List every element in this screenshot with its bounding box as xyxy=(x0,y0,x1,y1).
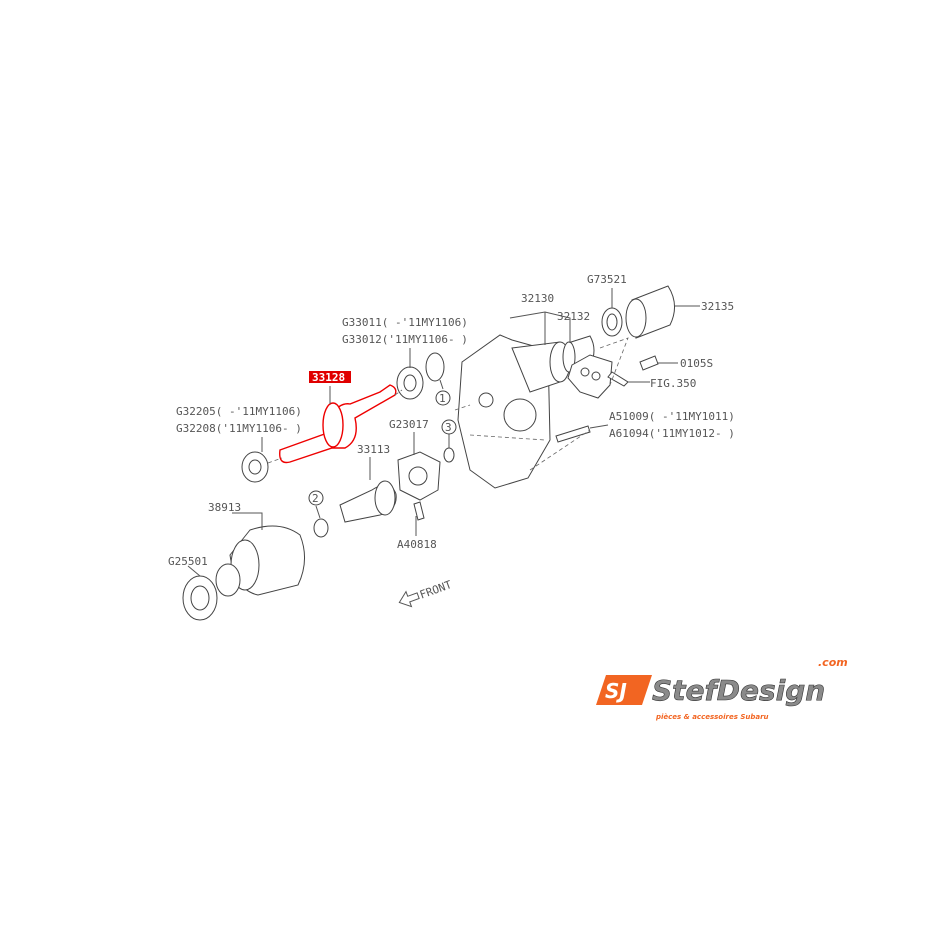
label-g73521[interactable]: G73521 xyxy=(587,273,627,286)
o-ring[interactable] xyxy=(425,352,445,382)
callout-3: 3 xyxy=(445,421,452,434)
label-g33012[interactable]: G33012('11MY1106- ) xyxy=(342,333,468,346)
label-g25501[interactable]: G25501 xyxy=(168,555,208,568)
bolt-a51009[interactable] xyxy=(555,425,591,443)
seal-g25501[interactable] xyxy=(182,575,218,621)
label-a40818[interactable]: A40818 xyxy=(397,538,437,551)
seal-g73521[interactable] xyxy=(601,307,623,337)
gear-33113[interactable] xyxy=(339,480,397,523)
bolt-0105s[interactable] xyxy=(639,355,659,371)
label-a61094[interactable]: A61094('11MY1012- ) xyxy=(609,427,735,440)
extension-38913[interactable] xyxy=(215,525,305,597)
bolt-a40818[interactable] xyxy=(413,501,425,521)
pin-fig350[interactable] xyxy=(607,371,629,387)
label-33113[interactable]: 33113 xyxy=(357,443,390,456)
label-front: FRONT xyxy=(418,578,454,602)
logo-sj-badge xyxy=(596,675,652,705)
callout-2: 2 xyxy=(312,492,319,505)
svg-text:SJ: SJ xyxy=(605,679,627,703)
label-32130[interactable]: 32130 xyxy=(521,292,554,305)
callout-1-circle xyxy=(435,390,451,406)
transfer-case-housing[interactable] xyxy=(457,334,571,489)
stefdesign-logo: SJ StefDesign .com pièces & accessoires … xyxy=(596,656,848,721)
label-38913[interactable]: 38913 xyxy=(208,501,241,514)
label-33128[interactable]: 33128 xyxy=(312,371,345,384)
logo-domain: .com xyxy=(818,656,848,669)
bearing-g33011[interactable] xyxy=(396,366,424,400)
label-g32208[interactable]: G32208('11MY1106- ) xyxy=(176,422,302,435)
label-32132[interactable]: 32132 xyxy=(557,310,590,323)
label-fig350[interactable]: FIG.350 xyxy=(650,377,696,390)
snap-ring[interactable] xyxy=(443,447,455,463)
highlight-box xyxy=(309,371,351,383)
retainer-g23017[interactable] xyxy=(397,451,441,501)
callout-3-circle xyxy=(441,419,457,435)
callout-1: 1 xyxy=(439,392,446,405)
label-32135[interactable]: 32135 xyxy=(701,300,734,313)
bearing-g32205[interactable] xyxy=(241,451,269,483)
label-g23017[interactable]: G23017 xyxy=(389,418,429,431)
front-arrow-icon xyxy=(398,590,420,608)
logo-tagline: pièces & accessoires Subaru xyxy=(655,713,769,721)
label-g32205[interactable]: G32205( -'11MY1106) xyxy=(176,405,302,418)
o-ring-2[interactable] xyxy=(313,518,329,538)
label-g33011[interactable]: G33011( -'11MY1106) xyxy=(342,316,468,329)
callout-2-circle xyxy=(308,490,324,506)
label-0105s[interactable]: 0105S xyxy=(680,357,713,370)
logo-brand: StefDesign xyxy=(652,674,825,707)
label-a51009[interactable]: A51009( -'11MY1011) xyxy=(609,410,735,423)
sleeve-32135[interactable] xyxy=(625,285,675,339)
cover-plate[interactable] xyxy=(567,354,613,399)
